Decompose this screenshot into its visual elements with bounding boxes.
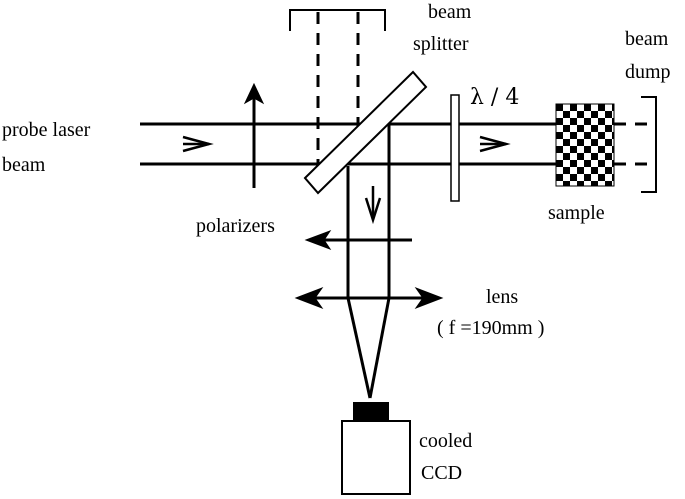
polarizers-label: polarizers — [196, 215, 275, 237]
polarizer-vertical — [243, 82, 265, 188]
detection-beam-lines — [346, 124, 391, 298]
sample-label: sample — [548, 202, 605, 224]
beam-splitter-label-2: splitter — [413, 33, 469, 55]
reflected-beam-dashed — [316, 12, 360, 164]
quarter-wave-label: λ / 4 — [470, 85, 519, 110]
ccd-sensor-head — [353, 402, 389, 420]
sample-block — [555, 103, 615, 187]
probe-beam-label: beam — [2, 154, 46, 176]
beam-dump-bracket — [641, 96, 657, 193]
ccd-label-1: cooled — [419, 430, 472, 452]
probe-laser-label: probe laser — [2, 119, 91, 141]
top-beam-bracket — [289, 9, 386, 31]
focal-length-label: ( f =190mm ) — [437, 317, 544, 339]
quarter-wave-plate — [450, 94, 460, 202]
polarizer-horizontal — [304, 229, 412, 251]
lens-label: lens — [486, 286, 518, 308]
beam-dump-label-1: beam — [625, 28, 669, 50]
ccd-label-2: CCD — [421, 462, 462, 484]
beam-direction-arrows — [182, 135, 511, 153]
beam-dump-label-2: dump — [625, 61, 671, 83]
arrow-down-icon — [364, 186, 382, 225]
transmitted-beam-dashed — [614, 122, 652, 166]
focused-beam-cone — [346, 297, 391, 399]
lens-symbol — [294, 286, 444, 310]
beam-splitter — [303, 70, 428, 195]
ccd-camera-body — [341, 420, 411, 495]
beam-splitter-label-1: beam — [428, 1, 472, 23]
